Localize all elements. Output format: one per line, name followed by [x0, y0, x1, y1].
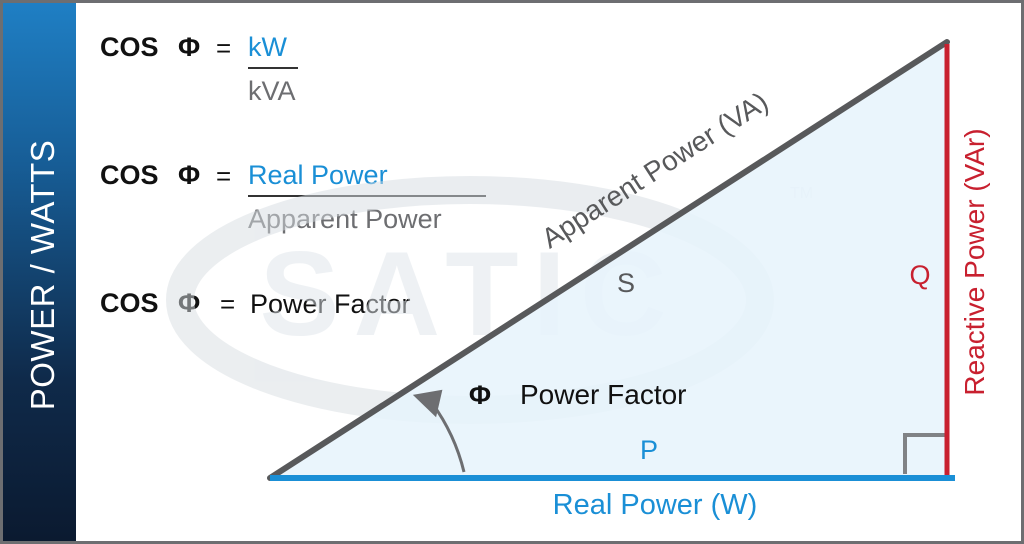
fraction-line [248, 67, 298, 69]
power-factor-text: Power Factor [250, 289, 411, 319]
base-label: Real Power (W) [553, 489, 758, 521]
numerator-kw: kW [248, 32, 287, 62]
angle-label: Power Factor [520, 379, 687, 410]
phi-symbol: Φ [178, 160, 201, 190]
phi-symbol: Φ [178, 32, 201, 62]
angle-arrowhead [412, 389, 443, 418]
vertical-side-symbol: Q [909, 260, 930, 290]
base-symbol: P [640, 435, 658, 465]
formula-power-factor: COS Φ = Power Factor [100, 286, 480, 326]
denominator-kva: kVA [248, 76, 296, 106]
cos-label: COS [100, 288, 159, 318]
equals-sign: = [216, 33, 232, 63]
hypotenuse-line [267, 39, 950, 481]
cos-label: COS [100, 32, 159, 62]
formula-kw-kva: COS Φ = kW kVA [100, 30, 320, 110]
cos-label: COS [100, 160, 159, 190]
hypotenuse-symbol: S [617, 268, 635, 298]
vertical-side-label: Reactive Power (VAr) [959, 128, 990, 395]
equals-sign: = [220, 289, 236, 319]
right-angle-marker [903, 433, 947, 474]
equals-sign: = [216, 161, 232, 191]
side-band: POWER / WATTS [3, 3, 76, 541]
angle-symbol: Φ [469, 380, 491, 410]
